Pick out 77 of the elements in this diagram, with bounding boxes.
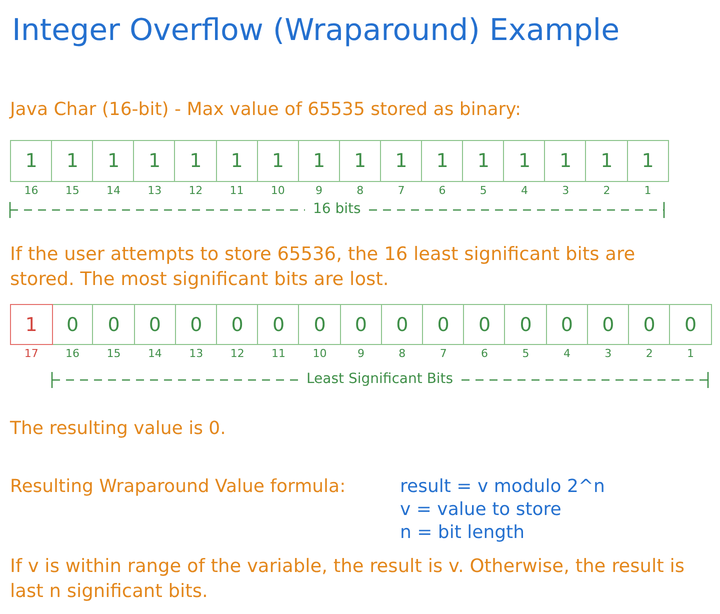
- bit-position-number: 11: [230, 184, 244, 198]
- bit-position-number: 8: [356, 184, 364, 198]
- bit-position-number: 10: [312, 347, 327, 360]
- bit-cell: 0: [586, 304, 630, 345]
- bit-cell: 1: [256, 140, 300, 182]
- bit-position-number: 14: [148, 347, 162, 360]
- bit-position-number: 5: [522, 347, 530, 360]
- bit-position-number: 11: [272, 347, 286, 360]
- bit-position-number: 7: [398, 184, 405, 198]
- bit-cell: 0: [51, 304, 94, 345]
- result-text: The resulting value is 0.: [10, 418, 226, 440]
- bit-position-number: 6: [438, 184, 446, 198]
- bit-position-number: 16: [66, 347, 80, 360]
- bit-cell: 1: [626, 140, 670, 182]
- bit-cell: 1: [462, 140, 505, 182]
- bit-cell: 1: [338, 140, 382, 182]
- bit-cell: 0: [92, 304, 136, 345]
- bit-cell: 0: [422, 304, 465, 345]
- bit-cell: 1: [10, 304, 53, 345]
- bit-position-number: 13: [148, 184, 162, 198]
- formula-line: v = value to store: [400, 499, 562, 522]
- bit-cell: 0: [669, 304, 712, 345]
- bit-cell: 0: [504, 304, 548, 345]
- bit-position-number: 9: [357, 347, 364, 360]
- bit-position-number: 15: [65, 184, 80, 198]
- bit-position-number: 2: [603, 184, 610, 198]
- bit-cell: 0: [340, 304, 382, 345]
- bit-position-number: 7: [440, 347, 447, 360]
- bit-position-number: 10: [270, 184, 285, 198]
- paragraph: If the user attempts to store 65536, the 16 least significant bits are stored. The most significant bits are lost.: [10, 243, 636, 292]
- bit-cell: 0: [380, 304, 424, 345]
- formula-line: result = v modulo 2^n: [400, 476, 605, 498]
- bit-cell: 0: [628, 304, 671, 345]
- bit-cell: 1: [51, 140, 94, 182]
- bit-cell: 1: [10, 140, 53, 182]
- formula-line: n = bit length: [400, 522, 525, 544]
- bit-cell: 1: [421, 140, 464, 182]
- bit-cell: 0: [463, 304, 506, 345]
- bit-position-number: 9: [316, 184, 322, 198]
- bit-cell: 1: [133, 140, 176, 182]
- bit-cell: 1: [503, 140, 546, 182]
- bit-position-number: 8: [398, 347, 406, 360]
- bit-position-number: 12: [188, 184, 203, 198]
- bit-position-number: 1: [644, 184, 652, 198]
- bit-position-number: 3: [604, 347, 612, 360]
- bit-cell: 1: [585, 140, 628, 182]
- bit-cell: 0: [134, 304, 176, 345]
- bit-cell: 1: [380, 140, 422, 182]
- bit-position-number: 14: [106, 184, 120, 198]
- bit-position-number: 5: [480, 184, 487, 198]
- formula-label: Resulting Wraparound Value formula:: [10, 476, 346, 498]
- title: Integer Overflow (Wraparound) Example: [12, 12, 620, 50]
- bit-position-number: 4: [563, 347, 570, 360]
- bit-position-number: 3: [562, 184, 570, 198]
- bit-cell: 1: [216, 140, 258, 182]
- bit-cell: 1: [92, 140, 135, 182]
- bit-cell: 0: [216, 304, 259, 345]
- bit-position-number: 6: [481, 347, 488, 360]
- bit-position-number: 16: [24, 184, 38, 198]
- bit-cell: 1: [298, 140, 340, 182]
- bit-position-number: 4: [521, 184, 528, 198]
- bit-cell: 1: [174, 140, 217, 182]
- bit-position-number: 15: [106, 347, 121, 360]
- bit-position-number: 13: [189, 347, 204, 360]
- subheading: Java Char (16-bit) - Max value of 65535 stored as binary:: [10, 99, 522, 122]
- bit-cell: 0: [298, 304, 342, 345]
- paragraph: If v is within range of the variable, the result is v. Otherwise, the result is last n significant bits.: [10, 555, 686, 604]
- bit-position-number: 17: [24, 347, 38, 360]
- dimension-label: 16 bits: [313, 200, 361, 218]
- dimension-label: Least Significant Bits: [306, 370, 454, 388]
- bit-position-number: 12: [230, 347, 244, 360]
- bit-cell: 0: [546, 304, 588, 345]
- bit-cell: 0: [174, 304, 218, 345]
- bit-position-number: 2: [646, 347, 653, 360]
- bit-cell: 1: [544, 140, 587, 182]
- bit-cell: 0: [257, 304, 300, 345]
- bit-position-number: 1: [687, 347, 694, 360]
